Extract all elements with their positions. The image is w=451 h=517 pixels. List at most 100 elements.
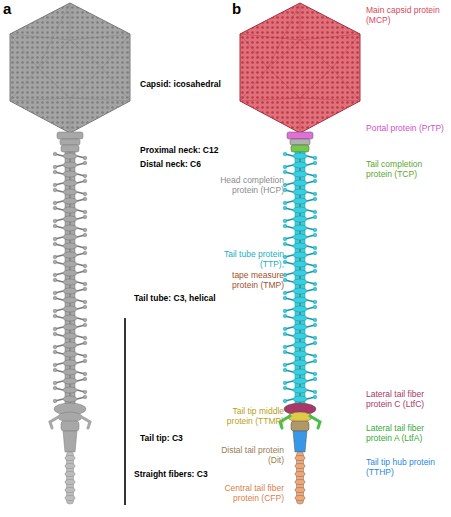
tube-spike bbox=[53, 255, 57, 259]
tail-completion bbox=[61, 145, 79, 152]
capsid-facet bbox=[10, 98, 70, 101]
capsid-facet bbox=[300, 3, 301, 40]
tube-ring bbox=[293, 351, 307, 357]
tube-ring bbox=[293, 198, 307, 204]
tube-spike bbox=[53, 206, 57, 210]
tube-ring bbox=[63, 189, 77, 195]
tube-spike bbox=[83, 210, 87, 214]
tube-ring bbox=[293, 189, 307, 195]
tube-ring bbox=[293, 261, 307, 267]
tube-ring bbox=[63, 387, 77, 393]
ttmp bbox=[288, 412, 312, 422]
capsid bbox=[10, 3, 130, 133]
capsid-facet bbox=[70, 98, 130, 101]
tube-ring bbox=[63, 324, 77, 330]
tube-spike bbox=[283, 309, 287, 313]
tube-spike bbox=[283, 206, 287, 210]
protein-label: Tail tip hub protein (TTHP) bbox=[366, 458, 446, 478]
tube-ring bbox=[63, 252, 77, 258]
tube-ring bbox=[293, 153, 307, 159]
tube-spike bbox=[283, 291, 287, 295]
tube-spike bbox=[53, 183, 57, 187]
tube-spike bbox=[313, 390, 317, 394]
capsid-facet bbox=[300, 34, 360, 40]
tube-spike bbox=[313, 215, 317, 219]
tube-spike bbox=[83, 269, 87, 273]
tube-spike bbox=[313, 341, 317, 345]
capsid-facet bbox=[332, 68, 360, 101]
tube-spike bbox=[83, 390, 87, 394]
tube-ring bbox=[63, 342, 77, 348]
tube-ring bbox=[293, 207, 307, 213]
tube-spike bbox=[83, 305, 87, 309]
tube-ring bbox=[63, 207, 77, 213]
region-label: Distal neck: C6 bbox=[140, 160, 235, 170]
tube-ring bbox=[63, 297, 77, 303]
capsid-facet bbox=[102, 34, 130, 68]
cfp-knob bbox=[65, 480, 75, 485]
cfp-knob bbox=[295, 480, 305, 485]
tube-spike bbox=[53, 309, 57, 313]
cfp-knob bbox=[65, 496, 75, 501]
tube-spike bbox=[313, 156, 317, 160]
region-label: Tail tip: C3 bbox=[140, 434, 220, 444]
tube-spike bbox=[53, 314, 57, 318]
tube-spike bbox=[83, 341, 87, 345]
tube-spike bbox=[83, 215, 87, 219]
tube-spike bbox=[313, 264, 317, 268]
tube-ring bbox=[293, 333, 307, 339]
tube-spike bbox=[53, 399, 57, 403]
tube-spike bbox=[313, 395, 317, 399]
tube-spike bbox=[83, 287, 87, 291]
cfp-knob bbox=[295, 488, 305, 493]
tube-spike bbox=[83, 197, 87, 201]
tube-spike bbox=[313, 246, 317, 250]
protein-label: Main capsid protein (MCP) bbox=[366, 6, 446, 26]
tube-ring bbox=[293, 216, 307, 222]
ttmp bbox=[58, 412, 82, 422]
tube-spike bbox=[53, 273, 57, 277]
tube-ring bbox=[63, 198, 77, 204]
tube-spike bbox=[53, 170, 57, 174]
tube-spike bbox=[83, 161, 87, 165]
tube-spike bbox=[83, 282, 87, 286]
tube-ring bbox=[293, 225, 307, 231]
tube-spike bbox=[283, 314, 287, 318]
tube-spike bbox=[283, 332, 287, 336]
tube-ring bbox=[293, 342, 307, 348]
tube-ring bbox=[293, 279, 307, 285]
tube-spike bbox=[53, 363, 57, 367]
tube-spike bbox=[283, 242, 287, 246]
tube-spike bbox=[313, 269, 317, 273]
tube-spike bbox=[53, 242, 57, 246]
tube-spike bbox=[313, 210, 317, 214]
tube-spike bbox=[83, 372, 87, 376]
region-label: Proximal neck: C12 bbox=[140, 146, 235, 156]
tube-ring bbox=[293, 252, 307, 258]
tube-spike bbox=[83, 246, 87, 250]
capsid-facet bbox=[10, 34, 70, 40]
protein-label: Central tail fiber protein (CFP) bbox=[200, 484, 284, 504]
tube-spike bbox=[53, 350, 57, 354]
tube-ring bbox=[63, 261, 77, 267]
capsid-facet bbox=[38, 3, 70, 68]
region-label: Straight fibers: C3 bbox=[134, 470, 234, 480]
tube-spike bbox=[313, 192, 317, 196]
tube-ring bbox=[63, 216, 77, 222]
capsid bbox=[240, 3, 360, 133]
capsid-facet bbox=[240, 34, 300, 40]
region-label: Capsid: icosahedral bbox=[140, 80, 235, 90]
tube-ring bbox=[63, 180, 77, 186]
tube-spike bbox=[313, 377, 317, 381]
tube-spike bbox=[283, 327, 287, 331]
tube-spike bbox=[313, 305, 317, 309]
ltfa bbox=[50, 416, 60, 428]
tube-ring bbox=[63, 369, 77, 375]
capsid-facet bbox=[102, 68, 130, 101]
cfp-knob bbox=[65, 488, 75, 493]
tube-ring bbox=[293, 234, 307, 240]
tube-spike bbox=[53, 327, 57, 331]
tube-ring bbox=[293, 162, 307, 168]
capsid-facet bbox=[10, 68, 38, 101]
tube-spike bbox=[283, 345, 287, 349]
